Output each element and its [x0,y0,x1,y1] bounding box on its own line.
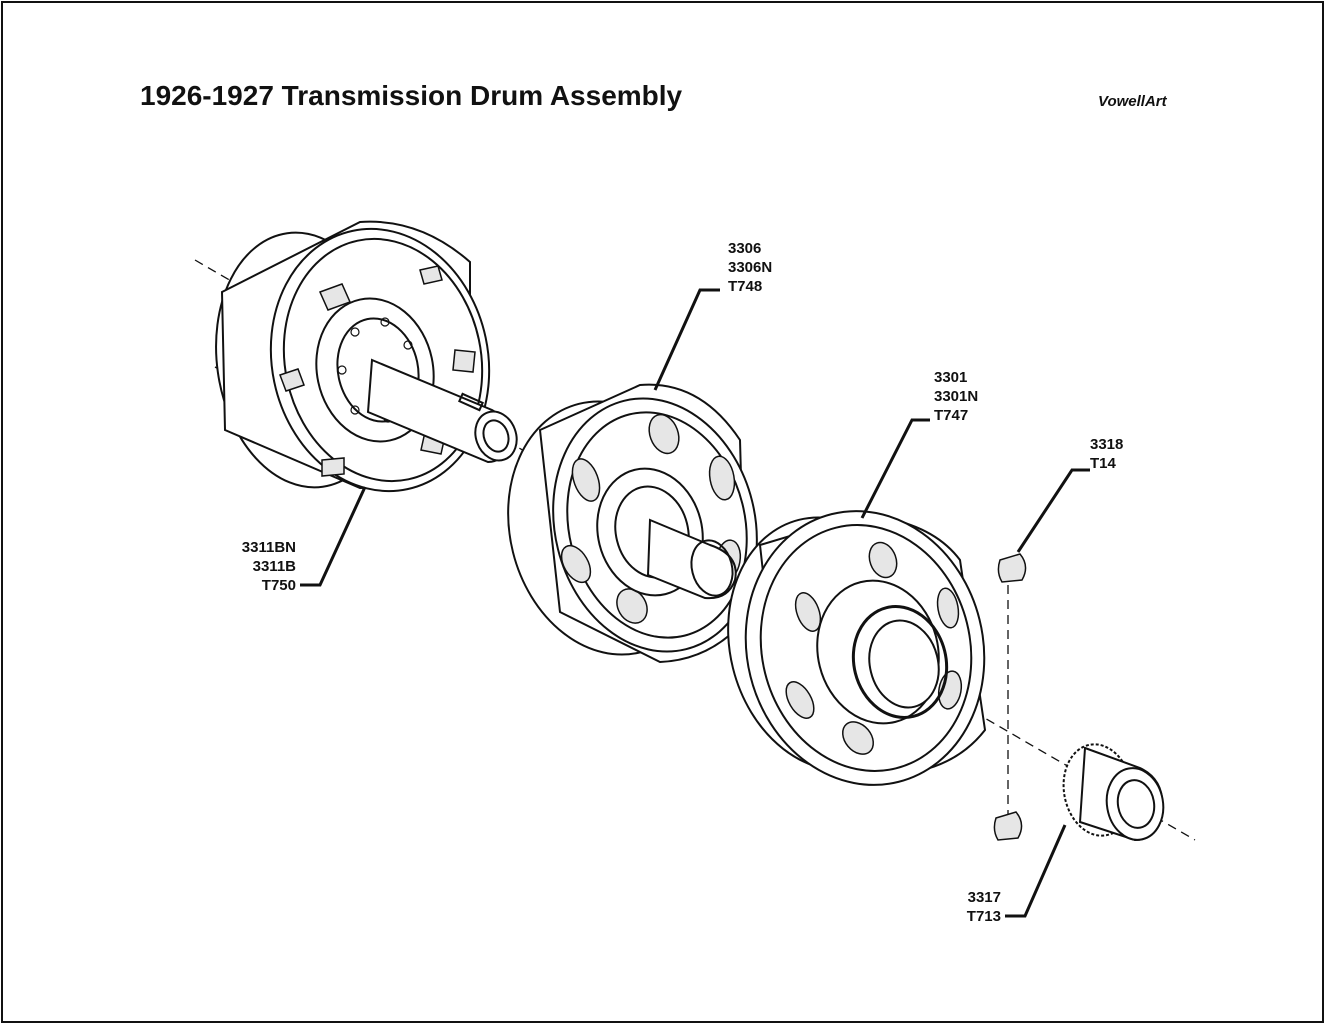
leader-line-slow-speed-drum [860,418,930,519]
callout-part-number: 3311B [252,558,296,575]
key-part-upper [997,553,1027,583]
callout-part-number: 3306N [728,259,773,276]
leader-line-gear [1005,824,1067,918]
callout-part-number: 3301N [934,388,979,405]
callout-part-number: T747 [934,407,969,424]
leader-line-key [1016,468,1090,553]
callout-part-number: 3317 [967,889,1001,906]
reverse-drum-part [507,383,758,664]
callout-part-number: 3318 [1090,436,1124,453]
callout-part-number: 3311BN [241,539,296,556]
callout-part-number: T14 [1090,455,1116,472]
artist-credit: VowellArt [1098,93,1167,110]
leader-line-brake-drum [300,486,367,587]
slow-speed-drum-part [727,510,987,786]
leader-line-reverse-drum [653,288,720,391]
key-part-lower [993,811,1023,841]
page-title: 1926-1927 Transmission Drum Assembly [140,80,683,111]
driven-gear-part [1062,743,1165,842]
brake-drum-part [215,220,518,493]
callout-part-number: T750 [261,577,296,594]
callout-part-number: T713 [966,908,1001,925]
callout-gear: 3317 T713 [955,888,1001,926]
callout-part-number: T748 [728,278,763,295]
callout-slow-speed-drum: 3301 3301N T747 [934,368,978,425]
callout-part-number: 3301 [934,369,968,386]
callout-brake-drum: 3311BN 3311B T750 [240,538,296,595]
callout-reverse-drum: 3306 3306N T748 [728,239,772,296]
callout-key: 3318 T14 [1090,435,1123,473]
callout-part-number: 3306 [728,240,762,257]
